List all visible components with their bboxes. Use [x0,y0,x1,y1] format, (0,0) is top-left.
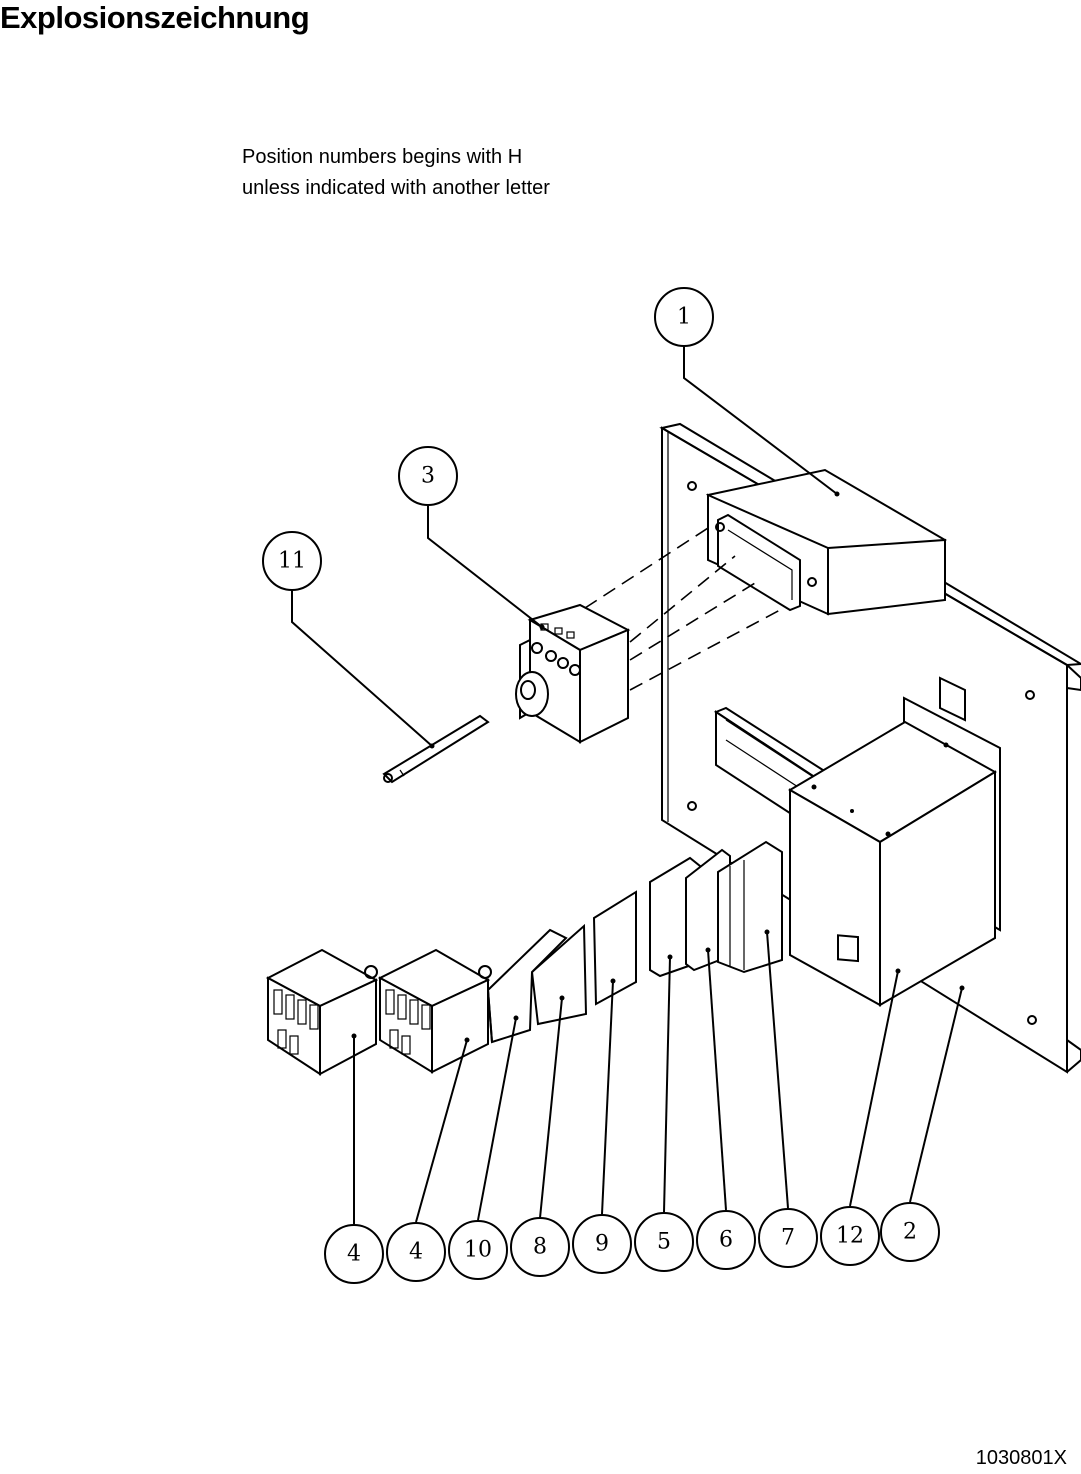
balloon-11: 11 [262,531,322,591]
balloon-10-label: 10 [464,1238,492,1263]
balloon-7-label: 7 [781,1226,795,1251]
main-switch [515,603,631,744]
balloon-6: 6 [696,1210,756,1270]
balloon-4-right-label: 4 [409,1240,423,1265]
balloon-4-right: 4 [386,1222,446,1282]
position-note-line-1: Position numbers begins with H [242,146,523,168]
balloon-12: 12 [820,1206,880,1266]
balloon-5: 5 [634,1212,694,1272]
plate-part-9 [592,890,637,1006]
balloon-8: 8 [510,1217,570,1277]
plate-part-8 [530,923,588,1026]
enclosure [788,676,1001,1007]
balloon-8-label: 8 [533,1235,547,1260]
balloon-3-label: 3 [421,464,435,489]
balloon-6-label: 6 [719,1228,733,1253]
position-note-line-2: unless indicated with another letter [242,177,550,199]
terminal-blocks [649,840,783,978]
balloon-4-left: 4 [324,1224,384,1284]
balloon-11-label: 11 [278,549,306,574]
balloon-2-label: 2 [903,1220,917,1245]
position-note: Position numbers begins with H unless in… [242,142,550,204]
balloon-5-label: 5 [657,1230,671,1255]
balloon-10: 10 [448,1220,508,1280]
balloon-2: 2 [880,1202,940,1262]
balloon-9-label: 9 [595,1232,609,1257]
balloon-7: 7 [758,1208,818,1268]
balloon-3: 3 [398,446,458,506]
balloon-1: 1 [654,287,714,347]
balloon-9: 9 [572,1214,632,1274]
mounting-guide-lines [584,527,781,691]
contact-block-4-left [265,948,379,1076]
balloon-12-label: 12 [836,1224,864,1249]
leader-lines [291,346,963,1224]
drawing-title: Explosionszeichnung [0,0,310,35]
document-number: 1030801X [975,1447,1067,1469]
balloon-1-label: 1 [677,305,691,330]
balloon-4-left-label: 4 [347,1242,361,1267]
contact-block-4-right [377,948,492,1074]
shaft [382,714,490,784]
rail-bracket [705,468,947,616]
